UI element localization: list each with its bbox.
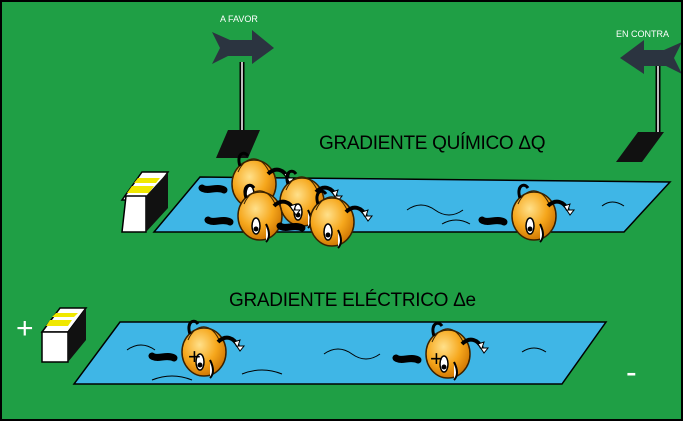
arrow-left-icon — [620, 40, 681, 74]
wave — [323, 348, 381, 360]
wave — [406, 204, 464, 216]
charge-plus-mark: + — [188, 344, 201, 369]
wave — [126, 344, 156, 351]
wave — [441, 219, 471, 225]
favor-label: A FAVOR — [220, 14, 258, 24]
wave — [241, 369, 283, 375]
chemical-gradient-label: GRADIENTE QUÍMICO ΔQ — [319, 133, 546, 154]
plus-sign: + — [16, 312, 34, 345]
wave — [601, 201, 625, 207]
contra-label: EN CONTRA — [616, 29, 670, 39]
wave — [151, 375, 193, 381]
battery-icon — [40, 307, 88, 363]
charge-plus-mark: + — [430, 346, 443, 371]
minus-sign: - — [626, 354, 637, 390]
electric-gradient-label: GRADIENTE ELÉCTRICO Δe — [229, 290, 476, 311]
battery-icon — [120, 171, 170, 233]
arrow-right-icon — [212, 30, 274, 64]
favor-pad — [216, 130, 260, 158]
wave — [521, 347, 547, 353]
contra-pad — [616, 132, 664, 162]
